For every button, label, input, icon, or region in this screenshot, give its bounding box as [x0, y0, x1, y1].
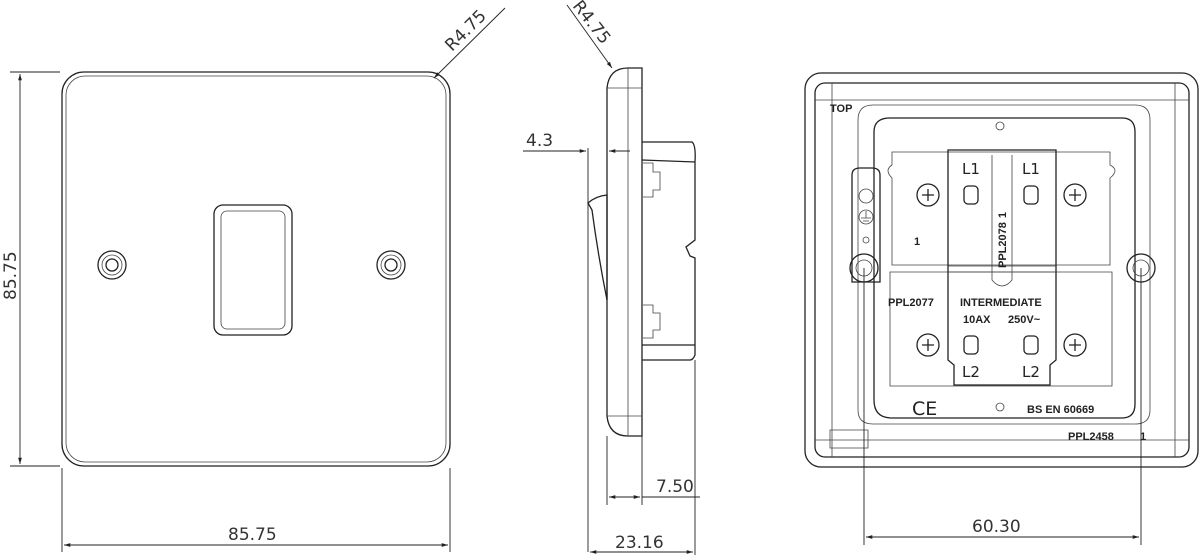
terminal-l1-right: L1 [1022, 160, 1040, 178]
overall-depth-dimension: 23.16 [615, 533, 664, 553]
left-screw-icon [97, 250, 127, 280]
rating-current: 10AX [963, 314, 991, 326]
back-view: TOP L1 L1 L2 L2 1 PPL2078 1 PPL2077 INTE… [804, 72, 1199, 545]
fixing-centres-dimension: 60.30 [972, 517, 1021, 537]
earth-icon [858, 209, 874, 225]
back-plate-outline [804, 72, 1199, 468]
mounting-frame [873, 117, 1136, 419]
right-screw-icon [376, 250, 406, 280]
side-back-box [641, 141, 696, 361]
side-rocker [587, 194, 608, 301]
terminal-l1-left: L1 [962, 160, 980, 178]
earth-terminal [851, 167, 881, 283]
switch-mechanism [947, 149, 1057, 386]
ppl2077-label: PPL2077 [888, 297, 934, 309]
ppl2458-rev: 1 [1140, 431, 1146, 443]
front-view: 85.75 85.75 R4.75 [1, 6, 506, 552]
side-view: 4.3 7.50 23.16 R4.75 [523, 0, 700, 555]
rocker-inner [220, 210, 286, 330]
front-radius-dimension: R4.75 [441, 6, 490, 55]
radius-leader [433, 7, 506, 79]
ppl2078-label: PPL2078 [997, 222, 1009, 268]
ppl2458-label: PPL2458 [1068, 431, 1114, 443]
front-plate-bevel [65, 75, 447, 463]
width-dimension: 85.75 [228, 525, 277, 545]
standard-label: BS EN 60669 [1027, 404, 1094, 416]
terminal-l2-right: L2 [1022, 363, 1040, 381]
side-plate [606, 67, 643, 437]
rocker-projection-dimension: 4.3 [526, 131, 553, 151]
terminal-screws [916, 183, 1087, 357]
plate-depth-dimension: 7.50 [656, 477, 694, 497]
side-radius-dimension: R4.75 [568, 0, 614, 48]
type-label: INTERMEDIATE [960, 297, 1042, 309]
part-1-label: 1 [914, 236, 920, 248]
rating-voltage: 250V~ [1008, 314, 1041, 326]
ce-mark: CE [912, 398, 937, 420]
height-dimension: 85.75 [1, 251, 21, 300]
top-label: TOP [830, 103, 852, 115]
terminal-l2-left: L2 [962, 363, 980, 381]
rocker-switch [213, 204, 293, 336]
front-plate-outline [61, 71, 451, 467]
ppl2078-rev: 1 [997, 212, 1009, 218]
